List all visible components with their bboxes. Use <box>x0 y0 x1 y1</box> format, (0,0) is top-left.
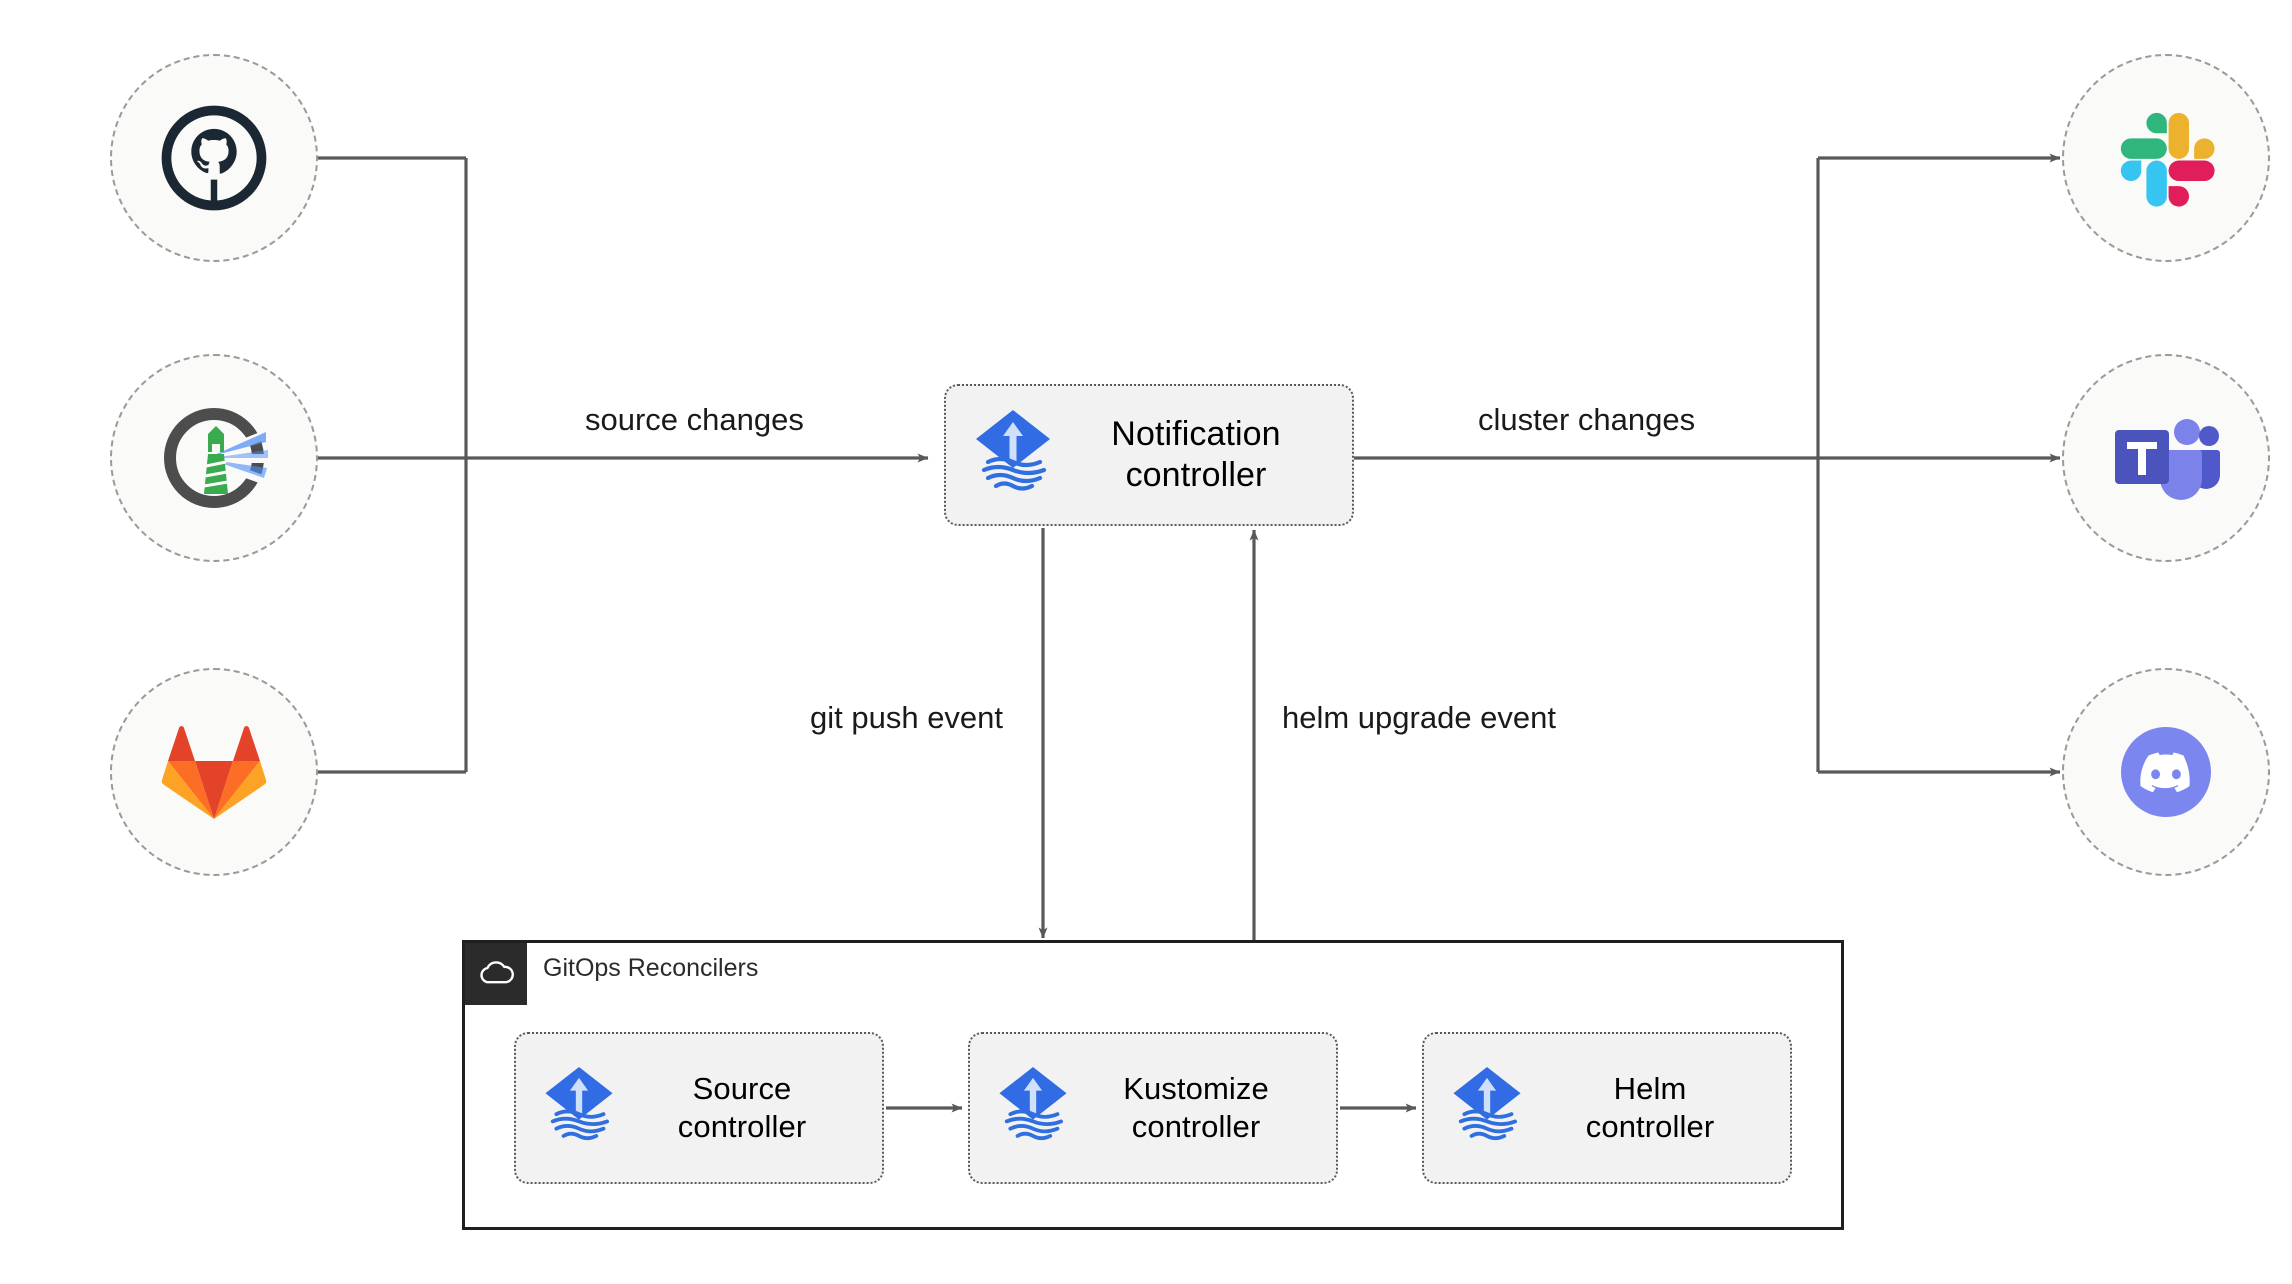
flux-controller-icon <box>1448 1062 1526 1155</box>
edge-label-helm-upgrade-event: helm upgrade event <box>1272 698 1567 738</box>
gitops-reconcilers-title: GitOps Reconcilers <box>543 954 759 982</box>
flux-lighthouse-icon <box>154 398 274 518</box>
kustomize-controller-label: Kustomize controller <box>1123 1071 1269 1144</box>
kustomize-controller-box[interactable]: Kustomize controller <box>968 1032 1338 1184</box>
gitops-reconcilers-header: GitOps Reconcilers <box>465 943 758 1005</box>
notification-controller-box[interactable]: Notification controller <box>944 384 1354 526</box>
destination-node-slack[interactable] <box>2062 54 2270 262</box>
flux-controller-icon <box>540 1062 618 1155</box>
notification-controller-label: Notification controller <box>1111 414 1281 494</box>
helm-controller-label: Helm controller <box>1585 1071 1715 1144</box>
source-node-gitlab[interactable] <box>110 668 318 876</box>
destination-node-teams[interactable] <box>2062 354 2270 562</box>
microsoft-teams-icon <box>2111 408 2221 508</box>
destination-node-discord[interactable] <box>2062 668 2270 876</box>
discord-icon <box>2111 717 2221 827</box>
source-node-flux[interactable] <box>110 354 318 562</box>
edge-label-git-push-event: git push event <box>800 698 1014 738</box>
helm-controller-box[interactable]: Helm controller <box>1422 1032 1792 1184</box>
source-controller-label: Source controller <box>677 1071 807 1144</box>
flux-controller-icon <box>970 406 1056 505</box>
edge-label-source-changes: source changes <box>575 400 814 440</box>
source-node-github[interactable] <box>110 54 318 262</box>
edge-label-cluster-changes: cluster changes <box>1468 400 1706 440</box>
flux-controller-icon <box>994 1062 1072 1155</box>
source-controller-box[interactable]: Source controller <box>514 1032 884 1184</box>
gitops-reconcilers-container: GitOps Reconcilers <box>462 940 1844 1230</box>
slack-icon <box>2114 106 2218 210</box>
cloud-icon <box>465 943 527 1005</box>
github-icon <box>160 104 268 212</box>
gitlab-icon <box>158 718 270 826</box>
